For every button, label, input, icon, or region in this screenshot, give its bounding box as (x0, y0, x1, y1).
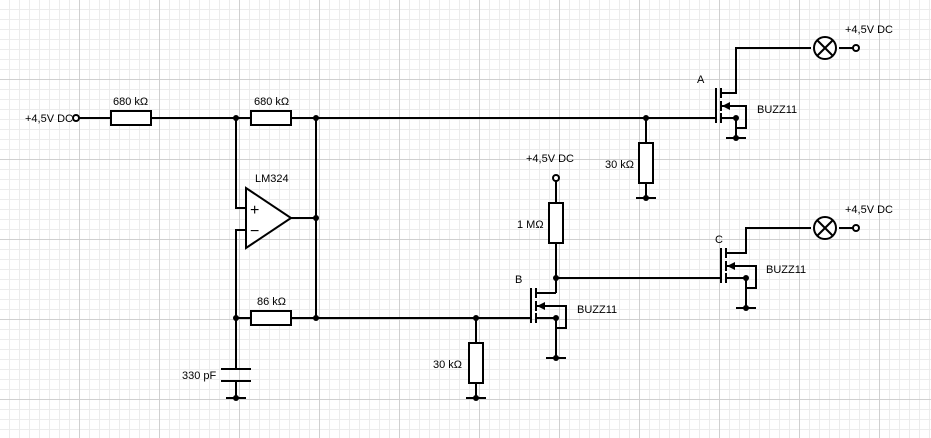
label-c1: 330 pF (182, 370, 217, 382)
opamp-lm324: + − (245, 186, 293, 250)
label-mosfet-a: A (697, 74, 705, 86)
mosfet-c (716, 248, 735, 283)
label-r1m: 1 MΩ (517, 219, 544, 231)
resistor-30k-a (638, 142, 654, 184)
label-mosfet-b: B (515, 274, 522, 286)
resistor-86k (250, 310, 292, 326)
label-rB: 30 kΩ (433, 359, 462, 371)
lamp-top (813, 36, 837, 60)
opamp-minus-sign: − (250, 223, 259, 240)
mosfet-a (715, 88, 730, 123)
junction-dots (233, 115, 749, 401)
label-buzz-a: BUZZ11 (757, 104, 797, 116)
label-buzz-b: BUZZ11 (577, 304, 617, 316)
label-rA: 30 kΩ (605, 159, 634, 171)
resistor-680k-1 (110, 110, 152, 126)
resistor-1m (548, 202, 564, 244)
ground-symbols (226, 137, 756, 399)
input-terminal (72, 114, 80, 122)
vcc-terminal-mid (552, 174, 560, 182)
resistor-680k-2 (250, 110, 292, 126)
label-r2: 680 kΩ (254, 96, 289, 108)
vcc-terminal-top (852, 44, 860, 52)
label-r3: 86 kΩ (257, 296, 286, 308)
wires (79, 47, 856, 398)
mosfet-b (530, 288, 545, 323)
opamp-plus-sign: + (250, 202, 259, 219)
lamp-bottom (813, 216, 837, 240)
resistor-30k-b (468, 342, 484, 384)
label-mosfet-c: C (715, 234, 723, 246)
vcc-terminal-right (852, 224, 860, 232)
label-vcc-mid: +4,5V DC (526, 153, 574, 165)
label-vcc-right: +4,5V DC (845, 204, 893, 216)
label-buzz-c: BUZZ11 (766, 264, 806, 276)
label-vin: +4,5V DC (25, 113, 73, 125)
label-vcc-top: +4,5V DC (845, 24, 893, 36)
label-opamp: LM324 (255, 173, 289, 185)
label-r1: 680 kΩ (113, 96, 148, 108)
capacitor-330pf (221, 368, 251, 382)
